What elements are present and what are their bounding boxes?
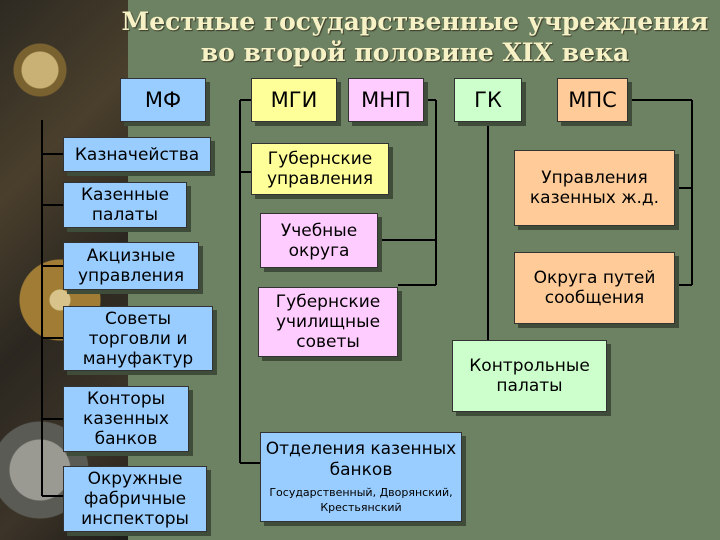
- header-mnp-label: МНП: [361, 88, 411, 112]
- mf-item-label: Конторы казенных банков: [83, 389, 169, 449]
- header-gk-label: ГК: [474, 88, 502, 112]
- mnp-item-school-councils: Губернские училищные советы: [258, 287, 398, 357]
- mgi-item-label: Губернские управления: [266, 149, 374, 189]
- gk-item-label: Контрольные палаты: [469, 356, 590, 396]
- header-mgi-label: МГИ: [270, 88, 318, 112]
- bank-branches-sub: Государственный, Дворянский, Крестьянски…: [269, 486, 453, 514]
- mf-item-treasuries: Казначейства: [63, 137, 211, 172]
- mnp-item-label: Учебные округа: [280, 220, 358, 261]
- title-line-1: Местные государственные учреждения: [121, 7, 709, 36]
- mf-item-excise-offices: Акцизные управления: [63, 242, 199, 290]
- mps-item-label: Округа путей сообщения: [533, 268, 656, 308]
- mf-item-label: Акцизные управления: [77, 246, 185, 286]
- mf-item-bank-branches: Отделения казенных банков Государственны…: [260, 432, 462, 522]
- mnp-item-label: Губернские училищные советы: [275, 292, 381, 352]
- mgi-item-provincial-offices: Губернские управления: [251, 143, 389, 195]
- gk-item-control-chambers: Контрольные палаты: [452, 340, 607, 412]
- header-mf-label: МФ: [144, 88, 182, 112]
- mf-item-state-chambers: Казенные палаты: [63, 182, 187, 228]
- mf-item-label: Окружные фабричные инспекторы: [81, 469, 189, 529]
- mf-item-label: Казенные палаты: [80, 185, 170, 225]
- mf-item-label: Советы торговли и мануфактур: [82, 308, 194, 369]
- title-line-2: во второй половине XIX века: [200, 38, 630, 67]
- mps-item-label: Управления казенных ж.д.: [529, 168, 660, 208]
- mps-item-railway-offices: Управления казенных ж.д.: [514, 150, 675, 226]
- mf-item-trade-councils: Советы торговли и мануфактур: [63, 306, 213, 371]
- header-mf: МФ: [120, 78, 206, 122]
- mnp-item-school-districts: Учебные округа: [260, 213, 378, 268]
- page-title: Местные государственные учреждения во вт…: [110, 6, 720, 68]
- header-mgi: МГИ: [251, 78, 337, 122]
- mps-item-transport-districts: Округа путей сообщения: [514, 252, 675, 324]
- mf-item-factory-inspectors: Окружные фабричные инспекторы: [63, 466, 207, 532]
- header-mps-label: МПС: [568, 88, 617, 112]
- bank-branches-label: Отделения казенных банков: [265, 439, 457, 480]
- header-mps: МПС: [557, 78, 628, 122]
- mf-item-label: Казначейства: [74, 144, 200, 165]
- header-gk: ГК: [454, 78, 522, 122]
- mf-item-bank-offices: Конторы казенных банков: [63, 386, 189, 452]
- header-mnp: МНП: [348, 78, 424, 122]
